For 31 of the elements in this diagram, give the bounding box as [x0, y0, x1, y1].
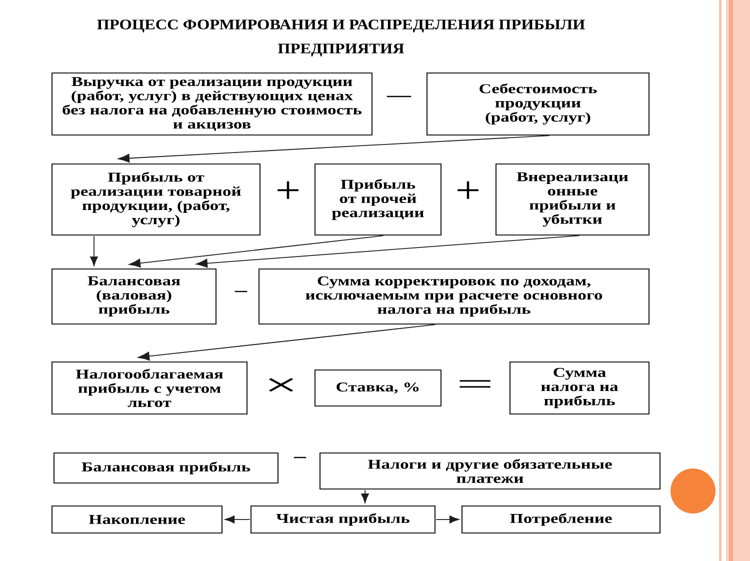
text-box: Налогооблагаемая прибыль с учетом льгот: [51, 361, 248, 415]
text-box: Ставка, %: [314, 369, 442, 407]
text-box: Налоги и другие обязательные платежи: [319, 452, 661, 490]
plus-sign: +: [458, 181, 478, 199]
text-box: Сумма налога на прибыль: [509, 361, 650, 415]
arrow: [90, 236, 98, 266]
arrow: [128, 235, 384, 268]
arrow: [224, 516, 250, 524]
text-box: Потребление: [461, 505, 661, 534]
arrow: [138, 324, 436, 361]
text-box: Балансовая прибыль: [53, 452, 279, 484]
plus-sign: +: [278, 181, 298, 199]
minus-sign: –: [294, 456, 306, 458]
arrow: [196, 235, 580, 268]
multiplication-sign: ×: [268, 378, 294, 392]
text-box: Выручка от реализации продукции (работ, услуг) в действующих ценах без налога на добавленную стоимость и акцизов: [51, 72, 373, 136]
text-box: Накопление: [51, 505, 223, 534]
text-box: Себестоимость продукции (работ, услуг): [426, 72, 650, 136]
equals-sign: =: [460, 380, 490, 388]
arrow: [436, 516, 460, 524]
text-box: Чистая прибыль: [250, 505, 436, 534]
text-box: Сумма корректировок по доходам, исключаемым при расчете основного налога на прибыль: [258, 268, 650, 325]
arrow: [118, 135, 550, 163]
title: ПРОЦЕСС ФОРМИРОВАНИЯ И РАСПРЕДЕЛЕНИЯ ПРИБЫЛИ ПРЕДПРИЯТИЯ: [97, 20, 585, 56]
minus-sign: –: [234, 290, 248, 292]
text-box: Внереализаци онные прибыли и убытки: [495, 163, 650, 236]
arrow: [361, 490, 369, 504]
text-box: Прибыль от прочей реализации: [314, 163, 442, 236]
text-box: Прибыль от реализации товарной продукции, (работ, услуг): [51, 163, 261, 236]
text-box: Балансовая (валовая) прибыль: [51, 268, 217, 325]
minus-sign: —: [386, 96, 412, 98]
